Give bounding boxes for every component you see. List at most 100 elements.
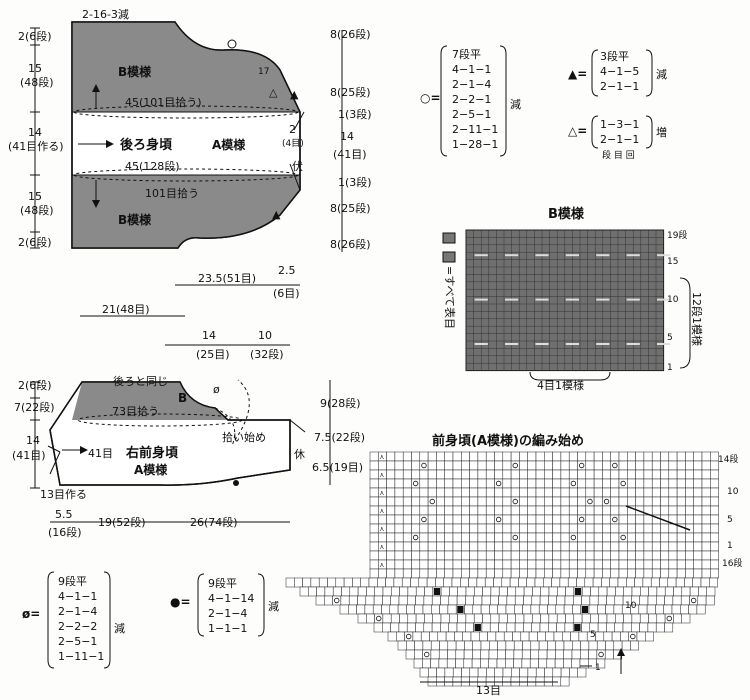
chart-cell <box>519 541 528 552</box>
chart-cell <box>498 622 508 633</box>
chart-cell <box>685 460 694 471</box>
chart-cell <box>685 478 694 489</box>
chart-cell <box>399 586 409 597</box>
chart-cell <box>538 658 548 669</box>
chart-cell <box>474 586 483 597</box>
chart-cell <box>452 667 462 678</box>
chart-cell <box>611 631 621 642</box>
chart-cell <box>461 478 470 489</box>
stitch-mark <box>626 254 640 257</box>
chart-cell <box>568 496 578 507</box>
chart-cell <box>535 514 545 525</box>
chart-cell <box>569 667 578 678</box>
back-mark-17: 17 <box>258 67 269 77</box>
chart-cell <box>680 604 689 615</box>
chart-cell <box>544 523 553 534</box>
chart-cell <box>469 505 479 516</box>
chart-cell <box>552 667 562 678</box>
chart-cell <box>603 631 613 642</box>
chart-cell <box>693 568 703 579</box>
pattern-b-row-mark: 10 <box>667 295 679 305</box>
chart-cell <box>386 478 396 489</box>
chart-cell <box>411 505 421 516</box>
legend-phi-row: 2−5−1 <box>58 635 97 648</box>
back-right-d2: 1(3段) <box>338 107 372 121</box>
chart-cell <box>473 613 483 624</box>
chart-symbol <box>421 462 427 469</box>
chart-cell <box>627 568 636 579</box>
chart-cell <box>477 523 487 534</box>
chart-cell <box>436 523 445 534</box>
chart-cell <box>552 496 562 507</box>
chart-cell <box>577 514 587 525</box>
chart-cell <box>339 604 349 615</box>
chart-cell <box>386 451 396 462</box>
chart-cell <box>685 568 694 579</box>
chart-cell <box>651 496 661 507</box>
chart-cell <box>406 622 416 633</box>
pattern-b-row-mark: 5 <box>667 333 673 343</box>
legend-open-triangle-footer: 段 目 回 <box>602 149 635 161</box>
chart-cell <box>578 631 588 642</box>
chart-cell <box>560 505 570 516</box>
chart-cell <box>502 451 512 462</box>
lower-dim: 21(48目) <box>102 303 150 316</box>
chart-cell <box>577 487 587 498</box>
chart-cell <box>660 568 670 579</box>
chart-cell <box>568 514 578 525</box>
chart-cell <box>436 478 445 489</box>
legend-circle-row: 2−11−1 <box>452 123 498 136</box>
chart-cell <box>555 649 564 660</box>
chart-cell <box>402 451 412 462</box>
chart-cell <box>544 478 553 489</box>
chart-cell <box>548 595 557 606</box>
chart-cell <box>461 541 470 552</box>
chart-cell <box>469 478 479 489</box>
chart-cell <box>648 586 658 597</box>
chart-cell <box>369 514 379 525</box>
chart-cell <box>369 460 379 471</box>
chart-cell <box>401 577 411 588</box>
chart-cell <box>498 595 508 606</box>
chart-cell <box>613 604 623 615</box>
chart-cell <box>660 523 670 534</box>
chart-cell <box>590 586 600 597</box>
chart-cell <box>705 595 715 606</box>
chart-cell <box>548 613 558 624</box>
pattern-b-key: =すべて表目 <box>443 266 457 329</box>
chart-cell <box>510 487 520 498</box>
chart-cell <box>544 550 553 561</box>
chart-cell <box>606 622 615 633</box>
chart-cell <box>332 595 342 606</box>
chart-cell <box>469 532 479 543</box>
chart-cell <box>498 586 508 597</box>
chart-cell <box>443 577 453 588</box>
chart-cell <box>411 496 421 507</box>
legend-phi-row: 2−2−2 <box>58 620 97 633</box>
chart-cell <box>635 487 645 498</box>
back-filled-triangle-low: ▲ <box>272 208 281 221</box>
chart-cell <box>590 613 599 624</box>
chart-cell <box>435 577 444 588</box>
chart-cell <box>502 541 512 552</box>
chart-cell <box>436 460 445 471</box>
front-start-title: 前身頃(A模様)の編み始め <box>432 433 584 449</box>
chart-cell <box>310 577 320 588</box>
chart-symbol <box>495 516 502 523</box>
pattern-b-row-mark: 15 <box>667 257 678 267</box>
chart-cell <box>532 613 541 624</box>
chart-cell <box>560 676 570 687</box>
chart-cell <box>701 478 711 489</box>
chart-cell <box>577 568 587 579</box>
front-left-dimensions: 2(6段) 7(22段) 14 (41目) <box>12 378 55 489</box>
chart-cell <box>530 649 540 660</box>
chart-cell <box>688 604 698 615</box>
chart-cell <box>477 478 487 489</box>
chart-cell <box>477 559 487 570</box>
stitch-mark <box>535 254 549 257</box>
chart-cell <box>369 505 379 516</box>
chart-cell <box>465 622 474 633</box>
chart-cell <box>544 505 553 516</box>
chart-cell <box>402 478 412 489</box>
chart-cell <box>676 550 686 561</box>
